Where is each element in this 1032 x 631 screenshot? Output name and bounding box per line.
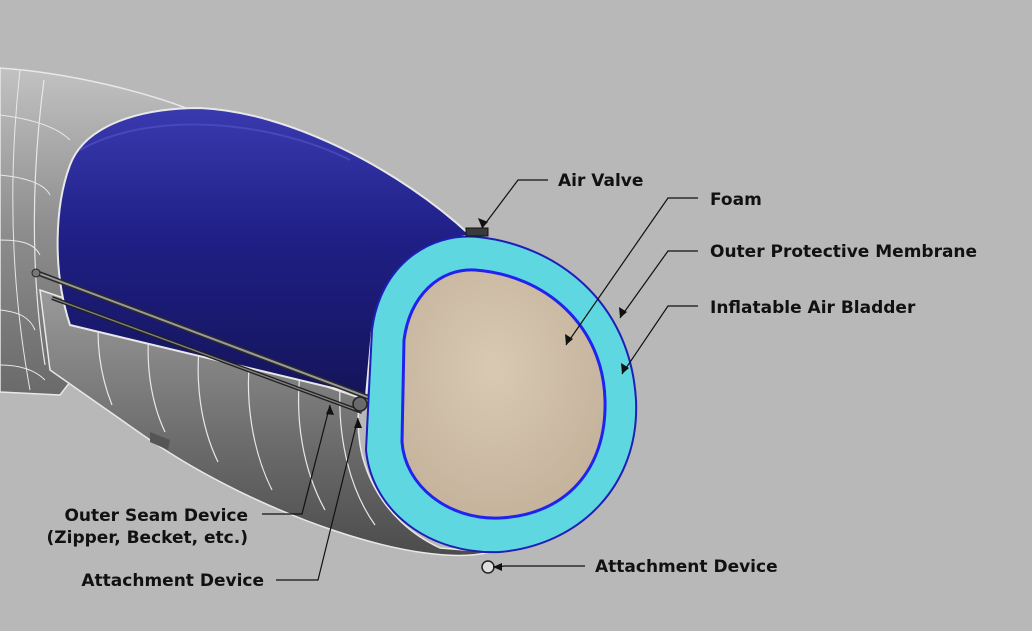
label-outer-membrane: Outer Protective Membrane bbox=[710, 242, 977, 262]
outer-seam-device bbox=[31, 268, 401, 414]
leader-arrowheads bbox=[326, 218, 629, 571]
leader-attachment-right bbox=[492, 565, 585, 568]
leader-outer-membrane bbox=[619, 250, 698, 319]
label-foam: Foam bbox=[710, 190, 762, 210]
leader-air-bladder bbox=[621, 305, 698, 375]
label-outer-seam-line2: (Zipper, Becket, etc.) bbox=[47, 528, 248, 548]
air-valve bbox=[465, 227, 489, 237]
label-attachment-right: Attachment Device bbox=[595, 557, 778, 577]
label-outer-seam-line1: Outer Seam Device bbox=[64, 506, 248, 526]
label-air-valve: Air Valve bbox=[558, 171, 643, 191]
cross-section bbox=[364, 227, 638, 574]
label-attachment-left: Attachment Device bbox=[81, 571, 264, 591]
leader-foam bbox=[565, 197, 698, 346]
label-air-bladder: Inflatable Air Bladder bbox=[710, 298, 916, 318]
foam-core bbox=[400, 268, 607, 520]
leader-air-valve bbox=[481, 179, 548, 229]
leader-outer-seam bbox=[262, 404, 331, 515]
outer-membrane-top bbox=[56, 106, 473, 398]
leader-attachment-left bbox=[276, 417, 359, 581]
attachment-device-ring bbox=[481, 560, 495, 574]
